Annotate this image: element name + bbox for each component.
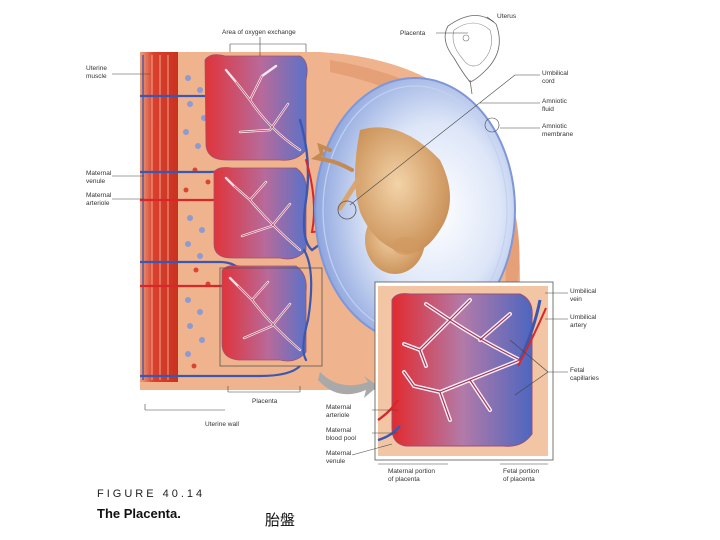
chinese-caption: 胎盤 xyxy=(265,511,295,529)
figure-caption: FIGURE 40.14 The Placenta. 胎盤 xyxy=(97,488,295,529)
label-maternal-arteriole-line2: arteriole xyxy=(86,200,110,207)
label-inset-maternal-venule-line2: venule xyxy=(326,458,346,465)
label-umbilical-artery-line2: artery xyxy=(570,322,587,329)
label-maternal-arteriole-line1: Maternal xyxy=(86,192,112,199)
uterus-thumbnail xyxy=(445,15,499,94)
label-inset-maternal-blood-pool-line1: Maternal xyxy=(326,427,352,434)
label-umbilical-cord-line2: cord xyxy=(542,78,555,85)
figure-number: FIGURE 40.14 xyxy=(97,488,205,500)
label-fetal-capillaries-line1: Fetal xyxy=(570,367,585,374)
label-umbilical-cord-line1: Umbilical xyxy=(542,70,569,77)
label-fetal-capillaries-line2: capillaries xyxy=(570,375,600,382)
label-uterus: Uterus xyxy=(497,13,517,20)
label-inset-maternal-blood-pool-line2: blood pool xyxy=(326,435,357,442)
label-area-of-oxygen-exchange: Area of oxygen exchange xyxy=(222,29,296,36)
label-fetal-portion-line1: Fetal portion xyxy=(503,468,540,475)
label-uterine-muscle-line2: muscle xyxy=(86,73,107,80)
label-amniotic-fluid-line2: fluid xyxy=(542,106,554,113)
label-placenta-top: Placenta xyxy=(400,30,426,37)
label-maternal-venule-line2: venule xyxy=(86,178,106,185)
label-amniotic-fluid-line1: Amniotic xyxy=(542,98,568,105)
label-uterine-wall: Uterine wall xyxy=(205,421,240,428)
label-fetal-portion-line2: of placenta xyxy=(503,476,535,483)
figure-title: The Placenta. xyxy=(97,506,181,521)
label-inset-maternal-venule-line1: Maternal xyxy=(326,450,352,457)
label-maternal-portion-line2: of placenta xyxy=(388,476,420,483)
label-amniotic-membrane-line2: membrane xyxy=(542,131,573,138)
label-umbilical-vein-line1: Umbilical xyxy=(570,288,597,295)
label-maternal-venule-line1: Maternal xyxy=(86,170,112,177)
label-amniotic-membrane-line1: Amniotic xyxy=(542,123,568,130)
label-placenta-bottom: Placenta xyxy=(252,398,278,405)
label-umbilical-artery-line1: Umbilical xyxy=(570,314,597,321)
label-maternal-portion-line1: Maternal portion xyxy=(388,468,435,475)
label-inset-maternal-arteriole-line2: arteriole xyxy=(326,412,350,419)
inset-enlargement xyxy=(375,282,553,460)
uterine-muscle xyxy=(140,52,178,382)
label-uterine-muscle-line1: Uterine xyxy=(86,65,107,72)
label-inset-maternal-arteriole-line1: Maternal xyxy=(326,404,352,411)
label-umbilical-vein-line2: vein xyxy=(570,296,582,303)
